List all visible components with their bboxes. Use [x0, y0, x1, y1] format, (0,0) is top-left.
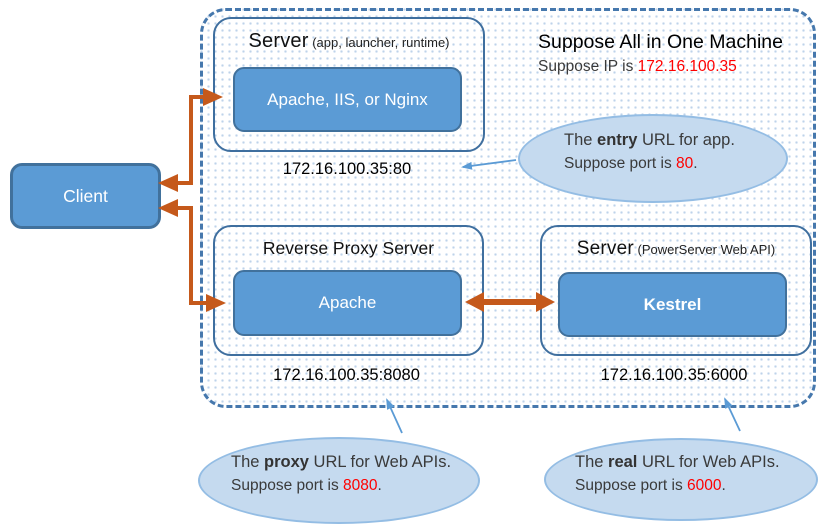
- machine-note-ip-value: 172.16.100.35: [637, 58, 737, 75]
- client-label: Client: [63, 185, 108, 206]
- machine-note-ip: Suppose IP is 172.16.100.35: [538, 58, 783, 76]
- app-server-title-sub: (app, launcher, runtime): [308, 35, 450, 50]
- real-callout-line1: The real URL for Web APIs.: [575, 453, 780, 471]
- app-server-node: Server (app, launcher, runtime): [213, 17, 485, 152]
- api-server-title-main: Server: [576, 238, 634, 259]
- api-server-title-sub: (PowerServer Web API): [633, 242, 776, 257]
- api-server-title: Server (PowerServer Web API): [542, 238, 810, 260]
- reverse-proxy-title: Reverse Proxy Server: [262, 238, 435, 258]
- proxy-apache-node: Apache: [233, 270, 462, 336]
- entry-callout-line2: Suppose port is 80.: [564, 155, 698, 172]
- proxy-apache-label: Apache: [318, 293, 377, 312]
- real-url-callout: The real URL for Web APIs. Suppose port …: [544, 438, 818, 521]
- proxy-callout-line2: Suppose port is 8080.: [231, 477, 382, 494]
- reverse-proxy-node: Reverse Proxy Server: [213, 225, 484, 356]
- app-webserver-label: Apache, IIS, or Nginx: [267, 89, 428, 109]
- entry-callout-line1: The entry URL for app.: [564, 131, 735, 149]
- api-server-node: Server (PowerServer Web API): [540, 225, 812, 356]
- client-node: Client: [10, 163, 161, 229]
- api-server-address: 172.16.100.35:6000: [600, 366, 748, 384]
- real-callout-line2: Suppose port is 6000.: [575, 477, 726, 494]
- machine-note-ip-prefix: Suppose IP is: [538, 58, 638, 75]
- entry-url-callout: The entry URL for app. Suppose port is 8…: [518, 114, 788, 203]
- machine-note: Suppose All in One Machine Suppose IP is…: [538, 31, 783, 76]
- app-webserver-node: Apache, IIS, or Nginx: [233, 67, 462, 132]
- api-kestrel-node: Kestrel: [558, 272, 787, 337]
- machine-note-title: Suppose All in One Machine: [538, 31, 783, 53]
- proxy-callout-line1: The proxy URL for Web APIs.: [231, 453, 452, 471]
- app-server-title-main: Server: [248, 30, 309, 52]
- app-server-title: Server (app, launcher, runtime): [215, 30, 483, 53]
- app-server-address: 172.16.100.35:80: [282, 160, 412, 178]
- api-kestrel-label: Kestrel: [643, 294, 702, 314]
- reverse-proxy-address: 172.16.100.35:8080: [273, 366, 420, 384]
- proxy-url-callout: The proxy URL for Web APIs. Suppose port…: [198, 437, 480, 524]
